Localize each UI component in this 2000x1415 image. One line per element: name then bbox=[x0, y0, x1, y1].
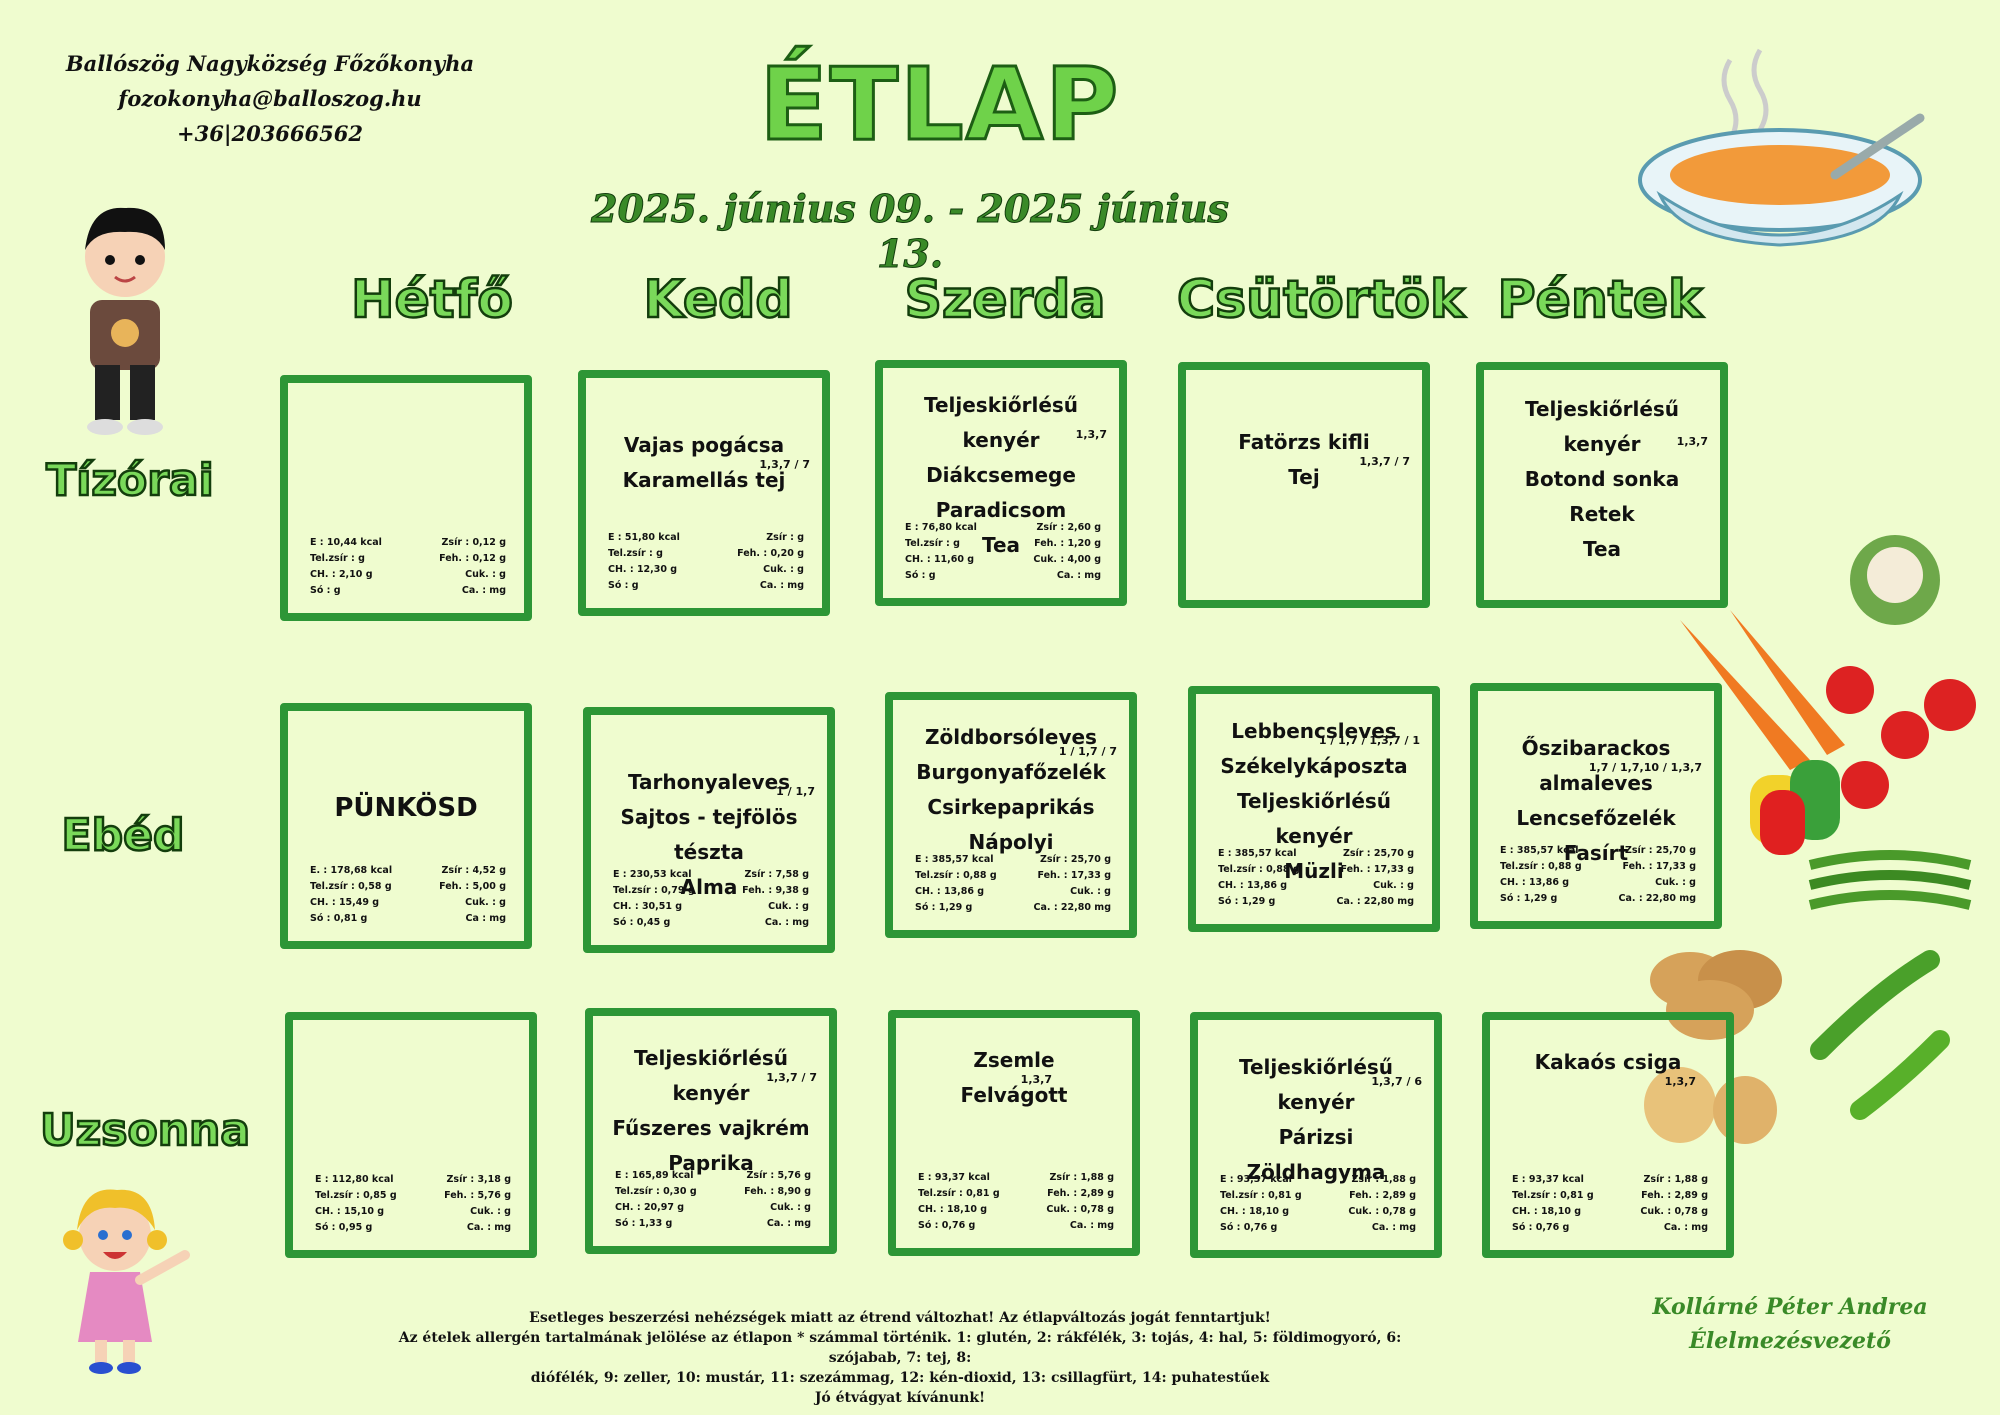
day-header-wednesday: Szerda bbox=[903, 269, 1106, 332]
meal-label-afternoon-snack: Uzsonna bbox=[39, 1104, 252, 1158]
allergen-codes: 1,3,7 / 7 bbox=[766, 1071, 817, 1084]
day-header-tuesday: Kedd bbox=[642, 269, 794, 332]
org-phone: +36|203666562 bbox=[177, 121, 363, 146]
signature-role: Élelmezésvezető bbox=[1689, 1328, 1891, 1354]
signature: Kollárné Péter Andrea Élelmezésvezető bbox=[1640, 1290, 1940, 1358]
girl-illustration-icon bbox=[63, 1189, 190, 1374]
allergen-codes: 1 / 1,7 / 1,3,7 / 1 bbox=[1318, 734, 1420, 747]
footer-line: Esetleges beszerzési nehézségek miatt az… bbox=[529, 1310, 1271, 1326]
day-header-monday: Hétfő bbox=[350, 269, 515, 332]
allergen-codes: 1,3,7 bbox=[1075, 428, 1107, 441]
meal-label-morning-snack: Tízórai bbox=[45, 454, 215, 508]
vegetables-illustration-icon bbox=[1644, 535, 1976, 1144]
dish-list: PÜNKÖSD bbox=[334, 793, 478, 823]
org-name: Ballószög Nagyközség Főzőkonyha bbox=[65, 51, 475, 76]
day-header-thursday: Csütörtök bbox=[1176, 269, 1466, 332]
meal-label-lunch: Ebéd bbox=[60, 809, 185, 863]
footer-line: diófélék, 9: zeller, 10: mustár, 11: sze… bbox=[530, 1370, 1270, 1386]
footer-line: Az ételek allergén tartalmának jelölése … bbox=[398, 1330, 1402, 1366]
page-title: ÉTLAP bbox=[758, 46, 1121, 163]
signature-name: Kollárné Péter Andrea bbox=[1652, 1294, 1928, 1320]
allergen-codes: 1,3,7 / 7 bbox=[1359, 455, 1410, 468]
allergen-codes: 1,3,7 bbox=[1676, 435, 1708, 448]
allergen-codes: 1,7 / 1,7,10 / 1,3,7 bbox=[1588, 761, 1702, 774]
date-range: 2025. június 09. - 2025 június 13. bbox=[591, 186, 1230, 277]
allergen-codes: 1,3,7 bbox=[1020, 1073, 1052, 1086]
dish-list: Kakaós csiga bbox=[1534, 1050, 1682, 1074]
kitchen-contact: Ballószög Nagyközség Főzőkonyha fozokony… bbox=[50, 46, 490, 151]
soup-bowl-icon bbox=[1638, 48, 1925, 247]
allergen-codes: 1,3,7 bbox=[1664, 1075, 1696, 1088]
allergen-codes: 1 / 1,7 bbox=[776, 785, 815, 798]
allergen-codes: 1,3,7 / 7 bbox=[759, 458, 810, 471]
allergen-codes: 1 / 1,7 / 7 bbox=[1058, 745, 1117, 758]
allergen-codes: 1,3,7 / 6 bbox=[1371, 1075, 1422, 1088]
boy-illustration-icon bbox=[85, 207, 165, 435]
footer-notes: Esetleges beszerzési nehézségek miatt az… bbox=[380, 1308, 1420, 1408]
org-email: fozokonyha@balloszog.hu bbox=[118, 86, 422, 111]
day-header-friday: Péntek bbox=[1496, 269, 1704, 332]
footer-line: Jó étvágyat kívánunk! bbox=[814, 1390, 986, 1406]
